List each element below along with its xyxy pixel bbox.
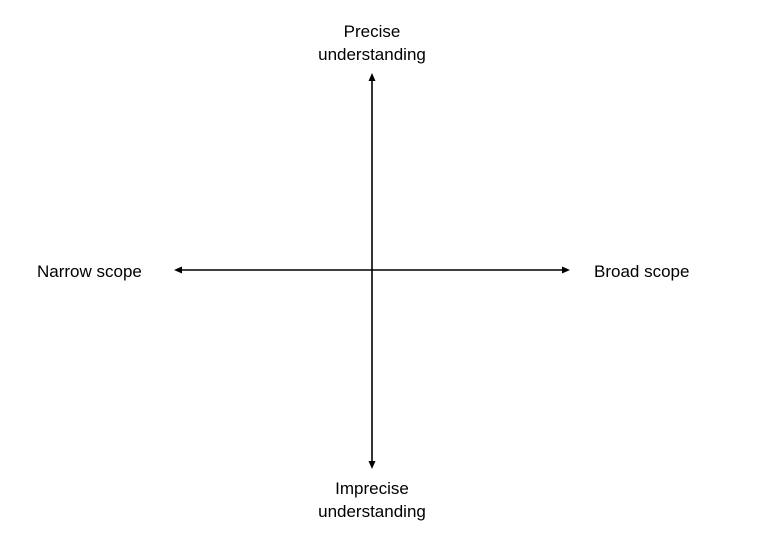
vertical-axis: [368, 73, 376, 469]
right-axis-label: Broad scope: [594, 262, 690, 281]
bottom-arrowhead: [368, 461, 376, 469]
left-axis-label: Narrow scope: [37, 262, 142, 281]
top-axis-label-line2: understanding: [318, 45, 426, 64]
bottom-axis-label-line1: Imprecise: [335, 479, 409, 498]
bottom-axis-label-line2: understanding: [318, 502, 426, 521]
top-axis-label: Precise understanding: [292, 20, 452, 66]
right-arrowhead: [562, 266, 570, 274]
top-arrowhead: [368, 73, 376, 81]
left-arrowhead: [174, 266, 182, 274]
top-axis-label-line1: Precise: [343, 22, 401, 41]
bottom-axis-label: Imprecise understanding: [292, 477, 452, 523]
